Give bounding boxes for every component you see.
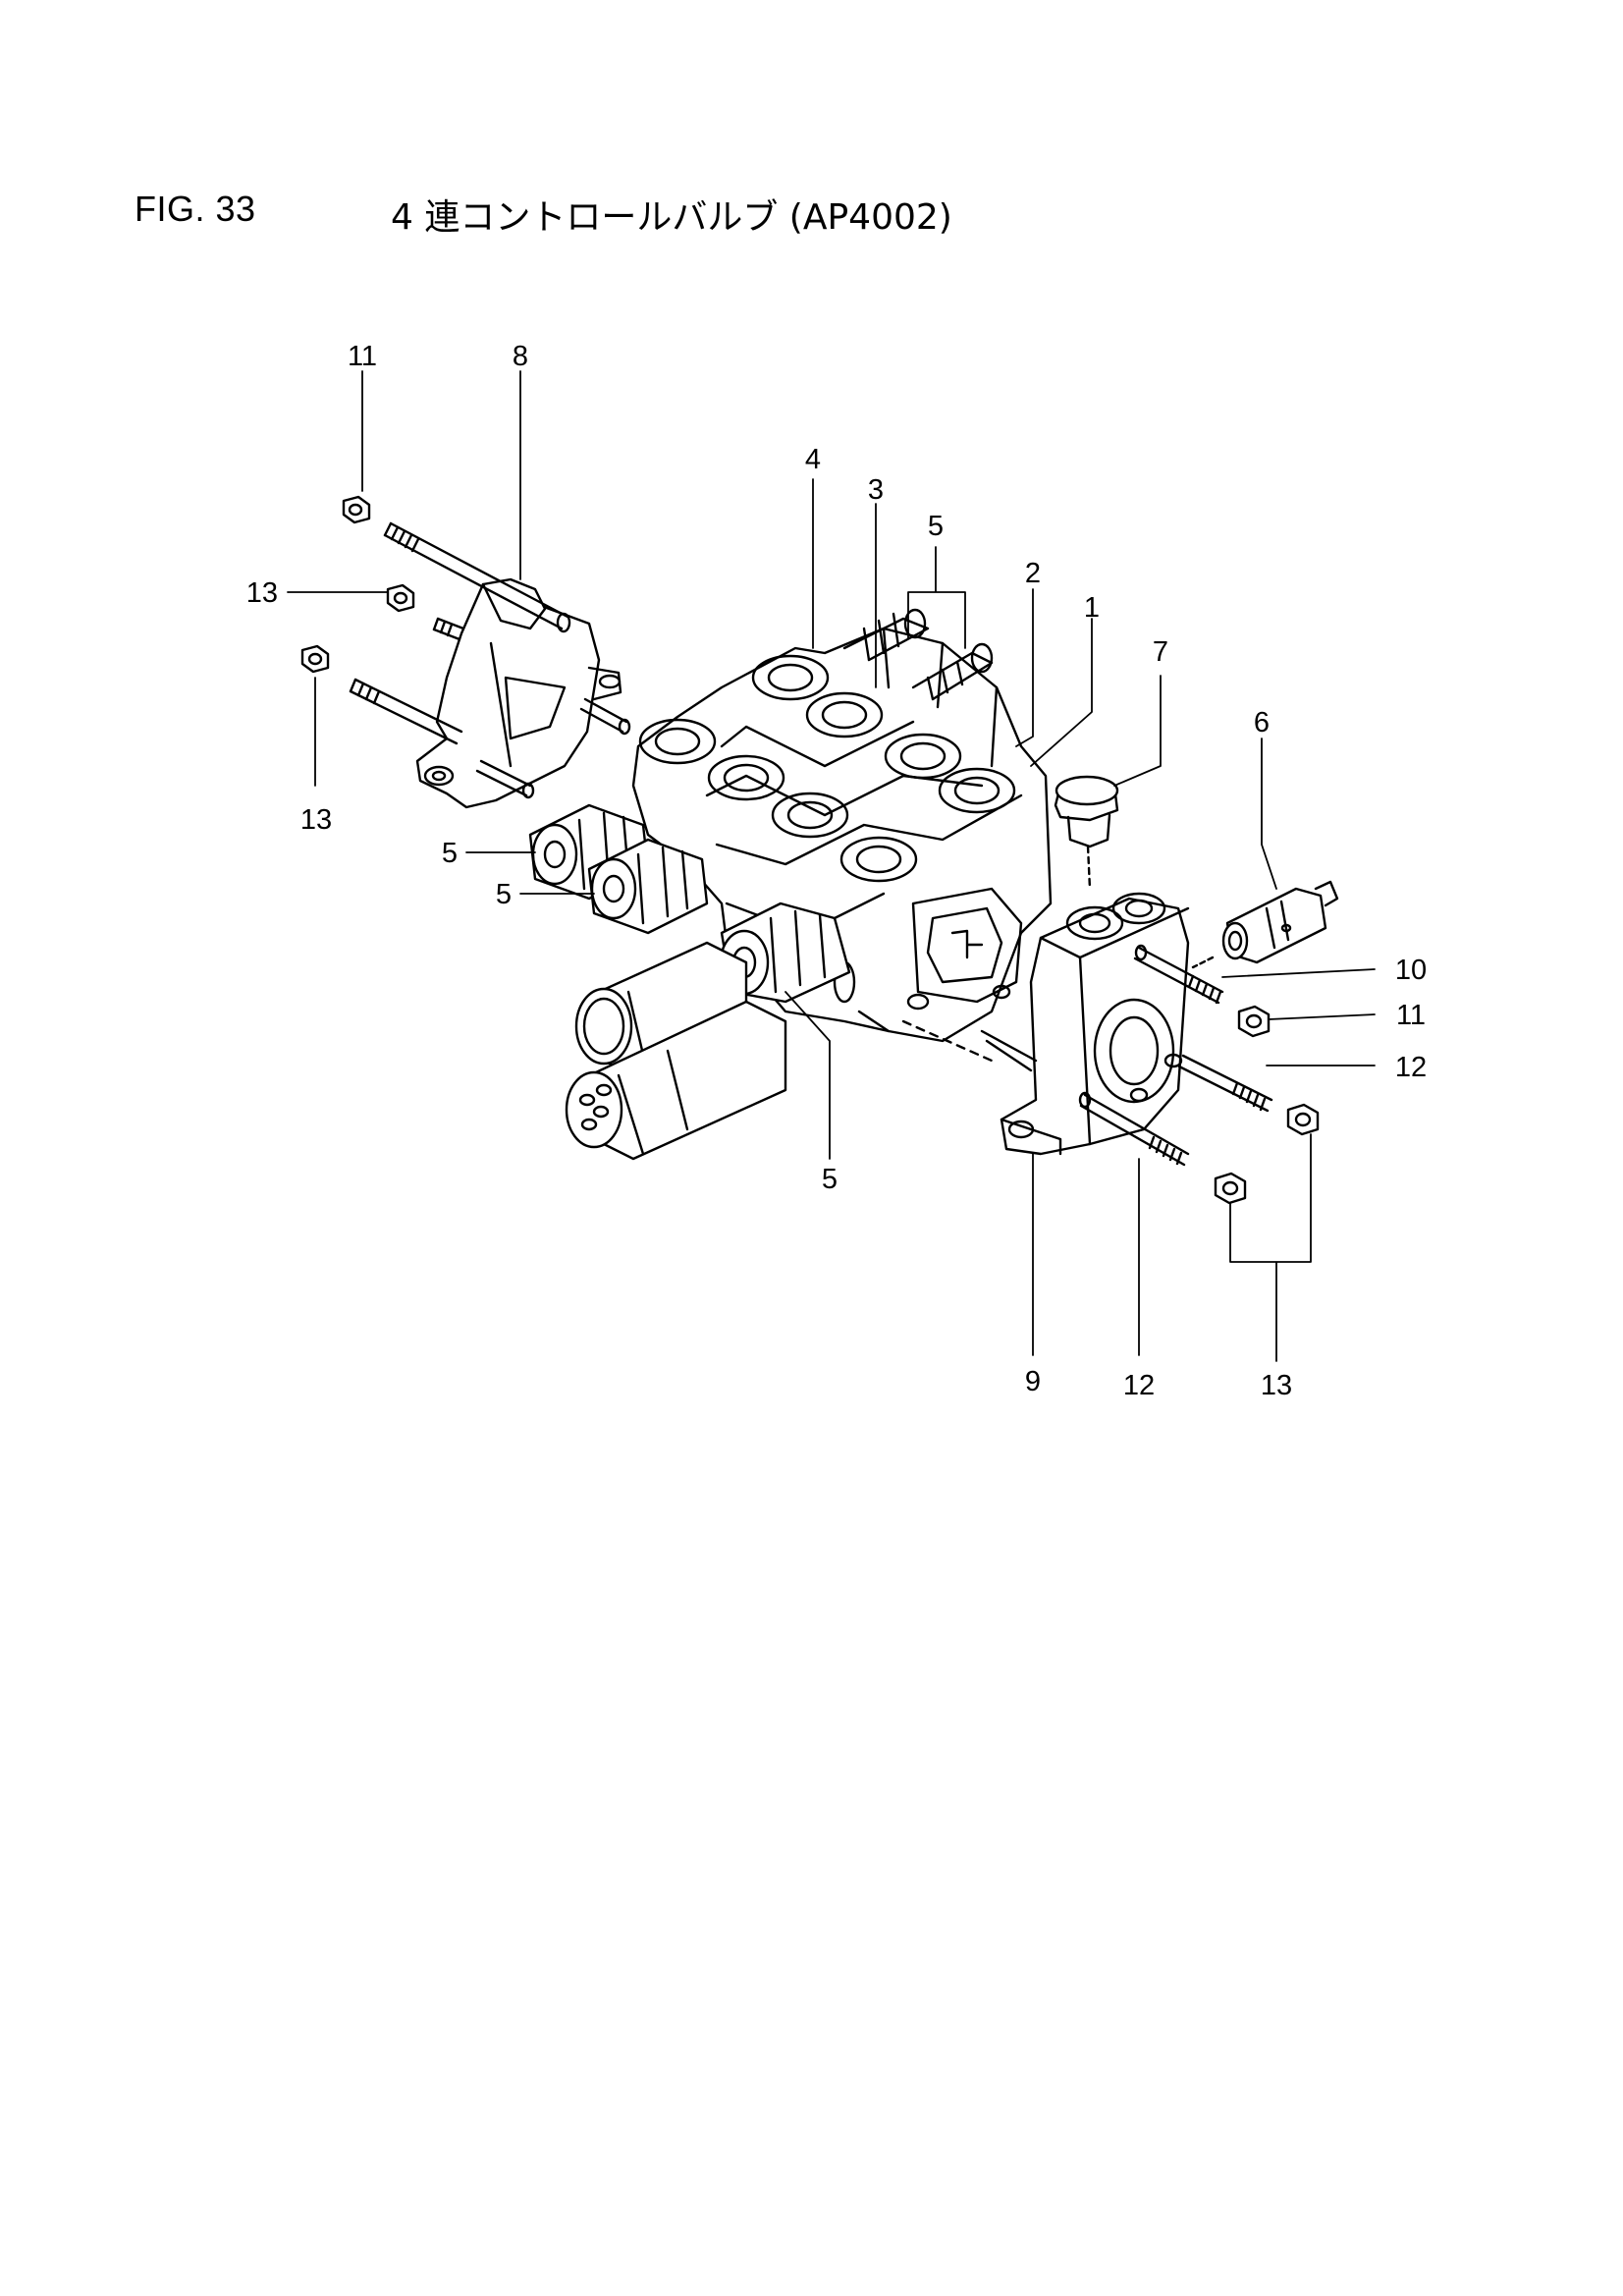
spool-caps-left (528, 803, 709, 935)
nut-13-bottom (1214, 1172, 1247, 1205)
nut-13-left (386, 583, 415, 613)
stud-12-bottom (1078, 1091, 1190, 1167)
callout-1: 1 (1084, 592, 1100, 624)
nut-13-lower-left (300, 644, 330, 674)
callout-5-left-a: 5 (442, 838, 458, 869)
bracket-studs (349, 521, 631, 799)
callout-11-right: 11 (1396, 1000, 1426, 1031)
nut-11-right (1237, 1005, 1271, 1038)
callout-10: 10 (1395, 955, 1427, 986)
callout-5-top: 5 (928, 511, 944, 542)
callout-13-left: 13 (246, 577, 278, 609)
part-7-plug (1054, 775, 1119, 891)
callout-8: 8 (513, 341, 528, 372)
callout-6: 6 (1254, 707, 1270, 738)
solenoid-cylinders (565, 941, 787, 1161)
callout-5-bottom: 5 (822, 1164, 838, 1195)
callout-3: 3 (868, 474, 884, 506)
callout-5-left-b: 5 (496, 879, 512, 910)
nut-11-top (342, 495, 371, 524)
callout-13-lower-left: 13 (300, 804, 332, 836)
callout-labels: 11 8 13 13 4 3 5 2 1 7 6 5 5 10 11 12 5 … (246, 341, 1427, 1401)
part-8-bracket (415, 577, 622, 809)
callout-9: 9 (1025, 1366, 1041, 1397)
leader-lines (287, 370, 1376, 1362)
callout-12-bottom: 12 (1123, 1370, 1155, 1401)
rear-spools (842, 608, 994, 701)
stud-12-right (1177, 1054, 1273, 1113)
figure-header: FIG. 33 4 連コントロールバルブ (AP4002) (0, 0, 1623, 295)
callout-13-bottom: 13 (1261, 1370, 1292, 1401)
nut-13-right (1286, 1103, 1320, 1136)
part-6-relief-valve (1191, 880, 1339, 969)
figure-number: FIG. 33 (135, 189, 256, 229)
callout-4: 4 (805, 444, 821, 475)
callout-12-right: 12 (1395, 1052, 1427, 1083)
callout-11-top: 11 (348, 341, 377, 372)
figure-title: 4 連コントロールバルブ (AP4002) (391, 197, 952, 238)
callout-2: 2 (1025, 558, 1041, 589)
stud-10 (1133, 944, 1224, 1005)
callout-7: 7 (1153, 636, 1168, 668)
